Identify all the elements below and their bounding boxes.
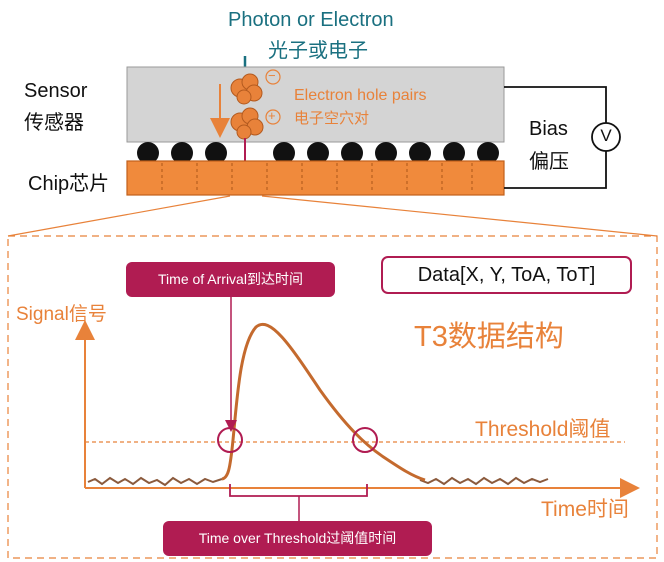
plus-charge-icon <box>265 109 281 125</box>
signal-axis-label: Signal信号 <box>16 304 107 325</box>
signal-detail-box <box>7 235 658 559</box>
particle-label-zh: 光子或电子 <box>268 40 368 62</box>
toa-crossing-circle-icon <box>217 427 243 453</box>
particle-label-en: Photon or Electron <box>228 9 394 31</box>
zoom-line-right <box>261 195 658 237</box>
time-axis-label: Time时间 <box>541 498 629 521</box>
sensor-label-en: Sensor <box>24 80 88 102</box>
voltmeter-label: V <box>600 126 612 145</box>
toa-label-box: Time of Arrival到达时间 <box>126 262 335 297</box>
voltmeter-icon <box>591 122 621 152</box>
baseline-noise-left <box>87 476 223 487</box>
chip-block <box>126 160 505 196</box>
tot-bracket <box>229 484 368 497</box>
bump-bond-icon <box>137 142 499 164</box>
chip-pixel-dividers <box>161 163 473 193</box>
bias-label-en: Bias <box>529 118 568 140</box>
minus-sign: − <box>268 68 276 83</box>
bias-label-zh: 偏压 <box>529 151 569 173</box>
sensor-label-zh: 传感器 <box>24 112 84 134</box>
pairs-label-zh: 电子空穴对 <box>294 110 370 127</box>
t3-structure-title: T3数据结构 <box>414 321 564 353</box>
electron-cloud-icon <box>230 73 263 105</box>
pairs-label-en: Electron hole pairs <box>294 87 427 104</box>
signal-pulse-curve <box>221 322 426 482</box>
baseline-noise-right <box>419 476 549 486</box>
data-format-box: Data[X, Y, ToA, ToT] <box>381 256 632 294</box>
tot-end-crossing-circle-icon <box>352 427 378 453</box>
tot-label-box: Time over Threshold过阈值时间 <box>163 521 432 556</box>
threshold-label: Threshold阈值 <box>475 418 611 441</box>
sensor-block <box>126 66 505 143</box>
plus-sign: + <box>268 108 276 123</box>
chip-label: Chip芯片 <box>28 173 110 195</box>
minus-charge-icon <box>265 69 281 85</box>
zoom-line-left <box>7 195 231 237</box>
